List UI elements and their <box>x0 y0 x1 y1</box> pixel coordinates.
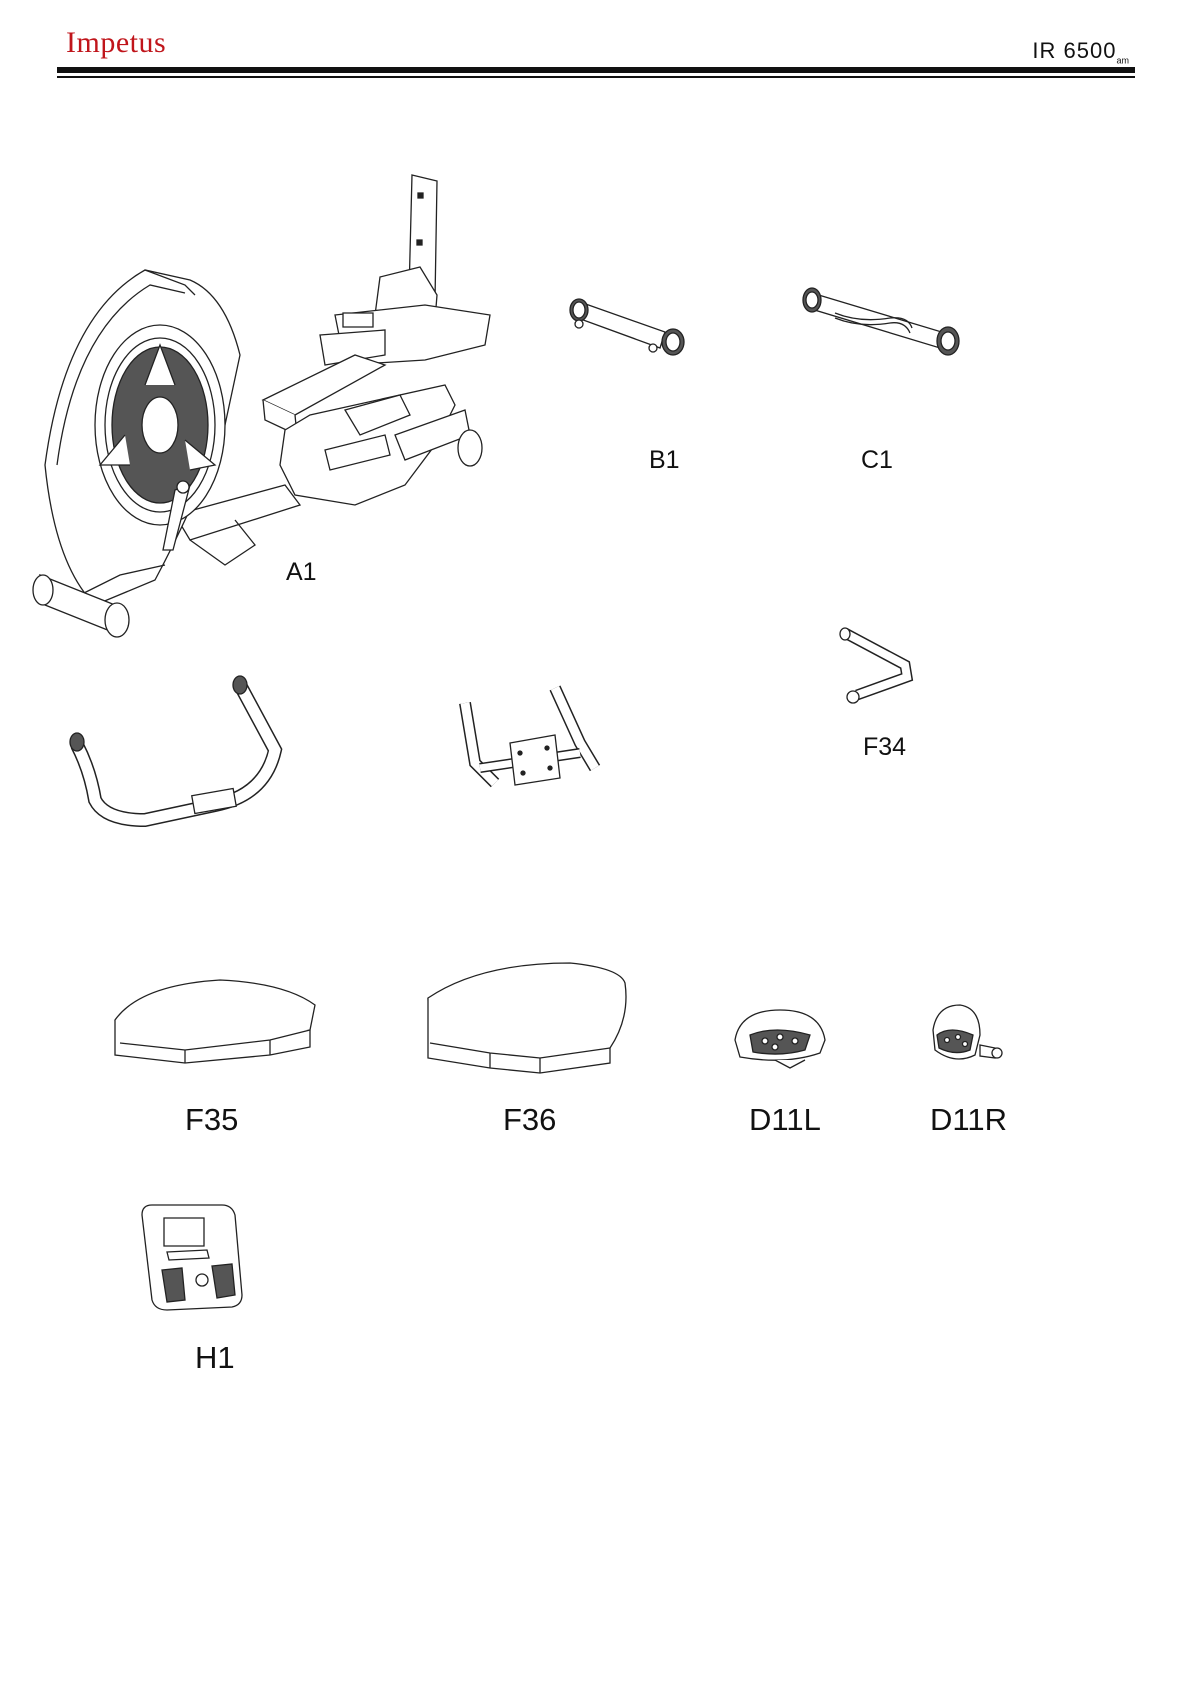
part-label-c1: C1 <box>861 446 893 475</box>
part-d11l-pedal-illustration <box>725 1005 830 1070</box>
model-suffix: am <box>1116 55 1129 65</box>
model-number: IR 6500 <box>1032 38 1116 63</box>
part-h1-console-illustration <box>137 1200 247 1315</box>
part-label-d11l: D11L <box>749 1102 821 1138</box>
header-rule-thick <box>57 67 1135 73</box>
seat-handlebar-illustration <box>455 683 605 795</box>
part-d11r-pedal-illustration <box>925 1000 1005 1072</box>
header-rule-thin <box>57 76 1135 78</box>
part-label-d11r: D11R <box>930 1102 1007 1138</box>
front-handlebar-illustration <box>65 680 285 830</box>
brand-logo: Impetus <box>66 26 166 60</box>
part-b1-stabilizer-illustration <box>565 290 695 360</box>
part-f34-wrench-illustration <box>835 625 925 710</box>
part-label-f35: F35 <box>185 1102 238 1138</box>
part-label-b1: B1 <box>649 446 680 475</box>
part-a1-main-frame-illustration <box>25 165 465 695</box>
part-label-f36: F36 <box>503 1102 556 1138</box>
part-f36-seat-illustration <box>420 958 635 1088</box>
part-label-h1: H1 <box>195 1340 235 1376</box>
part-label-a1: A1 <box>286 558 317 587</box>
part-label-f34: F34 <box>863 733 906 762</box>
model-name: IR 6500am <box>1032 38 1129 65</box>
part-c1-stabilizer-illustration <box>800 283 970 358</box>
part-f35-backrest-illustration <box>110 975 325 1070</box>
